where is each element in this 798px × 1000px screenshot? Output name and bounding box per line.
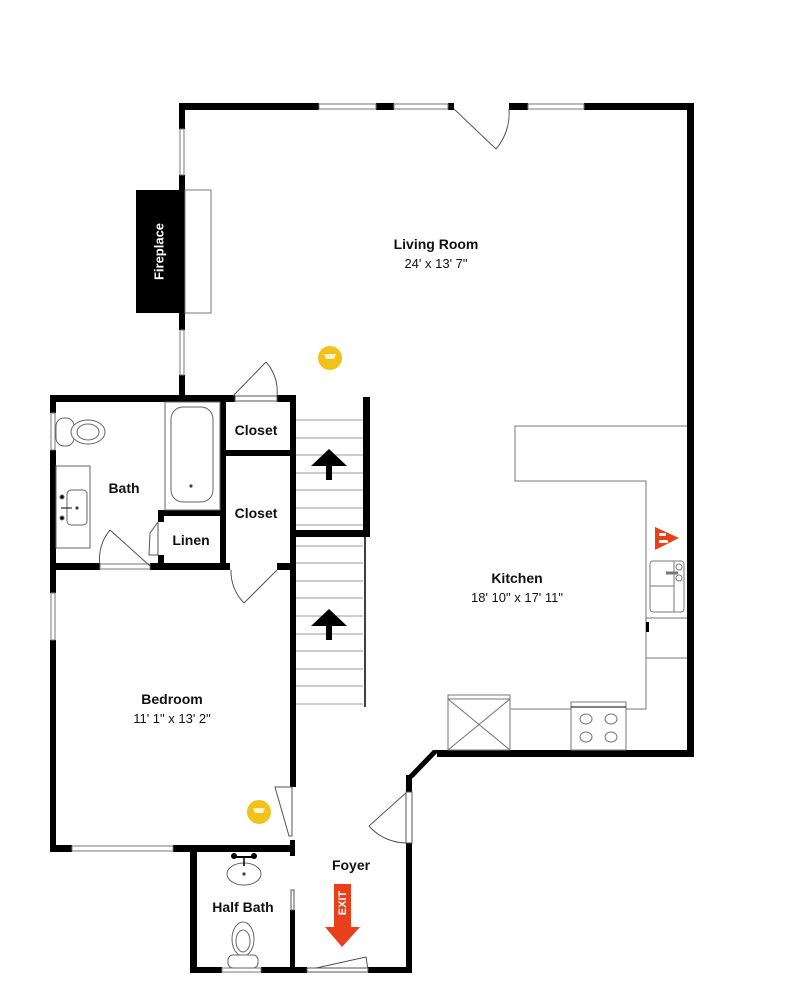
exit-label: EXIT <box>337 890 349 916</box>
room-name: Living Room <box>393 236 479 252</box>
room-label-closet-upper: Closet <box>234 422 278 438</box>
fireplace-label: Fireplace <box>151 222 167 281</box>
walls <box>50 103 694 973</box>
room-label-living-room: Living Room 24' x 13' 7" <box>394 236 479 272</box>
stairs-up-arrow-icon <box>311 609 347 640</box>
stairs-up-arrow-icon <box>311 449 347 480</box>
fireplace <box>136 189 212 314</box>
room-dimensions: 24' x 13' 7" <box>404 256 468 271</box>
room-label-linen: Linen <box>172 532 210 548</box>
room-label-kitchen: Kitchen 18' 10" x 17' 11" <box>471 570 563 606</box>
windows <box>50 103 585 973</box>
smoke-detector-icon <box>247 800 271 824</box>
refrigerator-icon <box>447 694 511 751</box>
stove-icon <box>570 701 627 751</box>
smoke-detector-icon <box>318 346 342 370</box>
fire-extinguisher-icon <box>655 527 679 550</box>
half-bath-fixtures <box>226 853 262 969</box>
doors <box>98 108 510 973</box>
room-name: Bedroom <box>141 691 203 707</box>
room-label-closet-lower: Closet <box>234 505 278 521</box>
room-label-half-bath: Half Bath <box>212 899 274 915</box>
bathtub-icon <box>170 406 214 503</box>
kitchen-fixtures <box>447 425 687 751</box>
room-dimensions: 18' 10" x 17' 11" <box>470 590 564 605</box>
room-dimensions: 11' 1" x 13' 2" <box>133 711 211 726</box>
bath-fixtures <box>55 401 221 549</box>
room-label-bath: Bath <box>108 480 140 496</box>
room-label-bedroom: Bedroom 11' 1" x 13' 2" <box>133 691 211 727</box>
stairs <box>296 419 366 707</box>
room-label-foyer: Foyer <box>331 857 371 873</box>
exit-arrow-icon <box>325 884 360 947</box>
room-name: Kitchen <box>491 570 543 586</box>
